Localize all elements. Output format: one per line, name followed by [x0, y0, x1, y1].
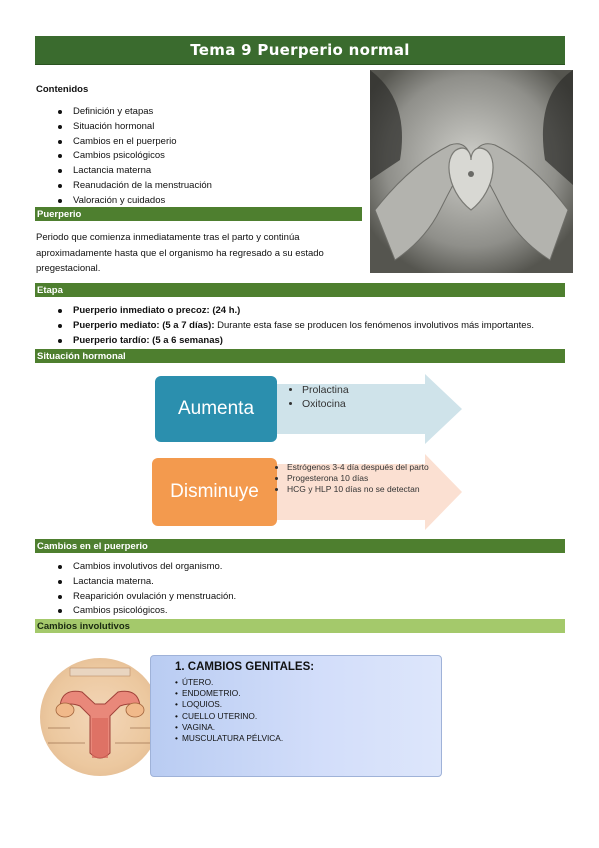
- list-item: Musculatura pélvica.: [175, 733, 441, 744]
- aumenta-box: Aumenta: [155, 376, 277, 442]
- hormone-item: HCG y HLP 10 días no se detectan: [287, 484, 438, 495]
- list-item: Reaparición ovulación y menstruación.: [36, 590, 436, 605]
- text-line: Periodo que comienza inmediatamente tras…: [36, 232, 300, 243]
- list-item: Lactancia materna.: [36, 575, 436, 590]
- cambios-puerperio-list: Cambios involutivos del organismo. Lacta…: [36, 560, 436, 619]
- list-item: Loquios.: [175, 699, 441, 710]
- section-header-cambios-puerperio: Cambios en el puerperio: [35, 539, 565, 553]
- contenidos-label: Contenidos: [36, 84, 89, 95]
- text-line: pregestacional.: [36, 263, 101, 274]
- disminuye-items: Estrógenos 3-4 día después del parto Pro…: [278, 462, 438, 495]
- list-item: Reanudación de la menstruación: [36, 179, 356, 194]
- list-item: Cambios en el puerperio: [36, 135, 356, 150]
- hormone-item: Prolactina: [302, 383, 442, 397]
- puerperio-definition: Periodo que comienza inmediatamente tras…: [36, 230, 366, 277]
- list-item: Definición y etapas: [36, 105, 356, 120]
- list-item: Útero.: [175, 677, 441, 688]
- contenidos-list: Definición y etapas Situación hormonal C…: [36, 105, 356, 209]
- aumenta-items: Prolactina Oxitocina: [292, 383, 442, 411]
- etapa-name: Puerperio mediato: (5 a 7 días):: [73, 319, 215, 331]
- list-item: Puerperio inmediato o precoz: (24 h.): [36, 304, 576, 319]
- list-item: Vagina.: [175, 722, 441, 733]
- etapa-name: Puerperio inmediato o precoz: (24 h.): [73, 305, 241, 316]
- page-title: Tema 9 Puerperio normal: [35, 36, 565, 65]
- list-item: Cambios psicológicos: [36, 149, 356, 164]
- list-item: Puerperio tardío: (5 a 6 semanas): [36, 334, 576, 349]
- etapa-desc: Durante esta fase se producen los fenóme…: [214, 319, 534, 331]
- list-item: Puerperio mediato: (5 a 7 días): Durante…: [36, 319, 576, 334]
- section-header-situacion-hormonal: Situación hormonal: [35, 349, 565, 363]
- etapa-list: Puerperio inmediato o precoz: (24 h.) Pu…: [36, 304, 576, 348]
- list-item: Endometrio.: [175, 688, 441, 699]
- section-header-etapa: Etapa: [35, 283, 565, 297]
- list-item: Situación hormonal: [36, 120, 356, 135]
- cambios-genitales-title: 1. CAMBIOS GENITALES:: [175, 661, 315, 673]
- section-header-cambios-involutivos: Cambios involutivos: [35, 619, 565, 633]
- cambios-genitales-box: 1. CAMBIOS GENITALES: Útero. Endometrio.…: [150, 655, 442, 777]
- uterus-anatomy-illustration: [40, 658, 160, 776]
- disminuye-box: Disminuye: [152, 458, 277, 526]
- etapa-name: Puerperio tardío: (5 a 6 semanas): [73, 334, 223, 346]
- list-item: Cambios involutivos del organismo.: [36, 560, 436, 575]
- pregnant-belly-photo: [370, 70, 573, 273]
- disminuye-arrow: [230, 454, 462, 530]
- hormone-item: Oxitocina: [302, 397, 442, 411]
- list-item: Valoración y cuidados: [36, 194, 356, 209]
- section-header-puerperio: Puerperio: [35, 207, 362, 221]
- list-item: Lactancia materna: [36, 164, 356, 179]
- aumenta-arrow: [230, 374, 462, 444]
- text-line: aproximadamente hasta que el organismo h…: [36, 247, 324, 259]
- hormone-item: Estrógenos 3-4 día después del parto: [287, 462, 438, 473]
- list-item: Cuello uterino.: [175, 711, 441, 722]
- hormone-item: Progesterona 10 días: [287, 473, 438, 484]
- list-item: Cambios psicológicos.: [36, 604, 436, 619]
